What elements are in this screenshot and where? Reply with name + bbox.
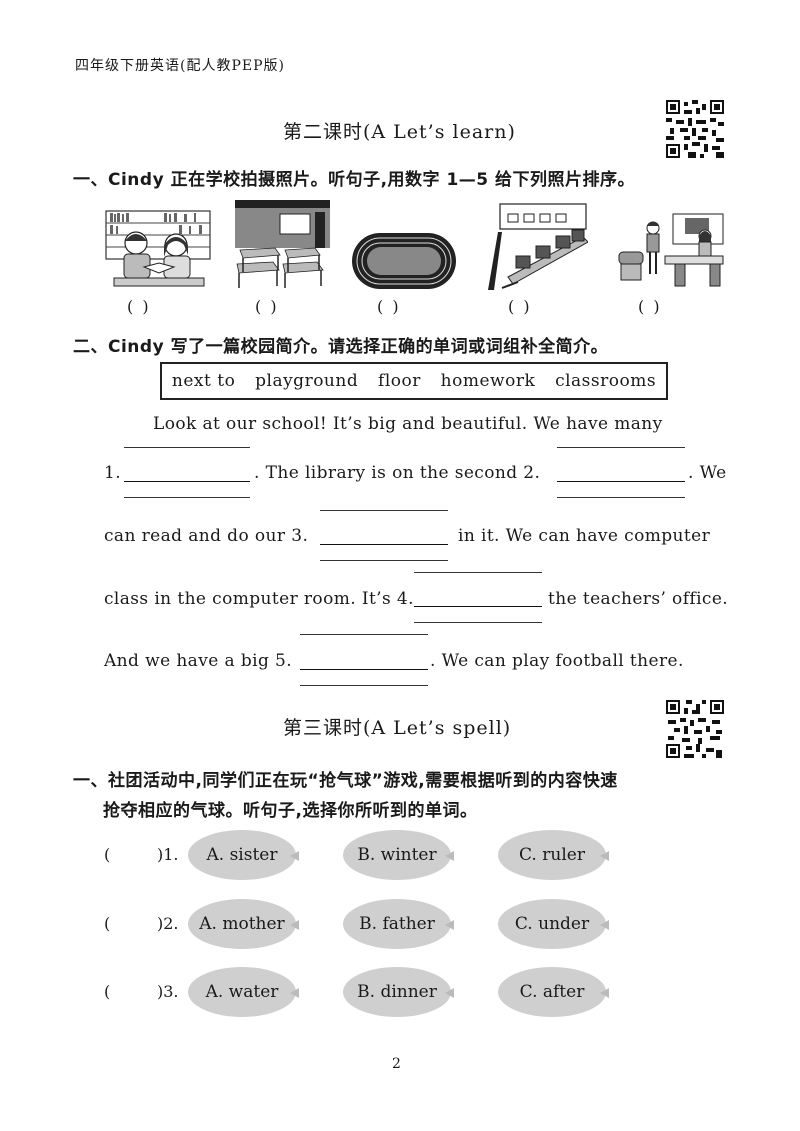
balloon-tail <box>445 920 454 930</box>
item-number: )3. <box>157 982 179 1001</box>
lesson2-title: 第二课时(A Let’s learn) <box>283 121 516 143</box>
balloon-label: C. under <box>514 914 590 934</box>
guide-line <box>320 560 448 561</box>
balloon-label: C. ruler <box>519 845 585 865</box>
passage-line-5: in it. We can have computer <box>458 526 711 546</box>
guide-line <box>557 447 685 448</box>
blank-5[interactable] <box>300 669 428 670</box>
passage-line-8: And we have a big 5. <box>104 651 293 671</box>
balloon-option[interactable]: A. sister <box>188 830 296 880</box>
passage-line-6: class in the computer room. It’s 4. <box>104 589 414 609</box>
balloon-label: B. winter <box>357 845 437 865</box>
photo-library <box>105 210 211 287</box>
qr-code-icon[interactable] <box>666 100 724 158</box>
lesson3-q1-heading-line2: 抢夺相应的气球。听句子,选择你所听到的单词。 <box>103 801 478 821</box>
guide-line <box>124 497 250 498</box>
guide-line <box>414 622 542 623</box>
word-bank-item: homework <box>440 371 536 391</box>
balloon-label: A. mother <box>199 914 285 934</box>
word-bank-item: playground <box>255 371 359 391</box>
guide-line <box>414 572 542 573</box>
balloon-option[interactable]: C. after <box>498 967 606 1017</box>
word-bank: next to playground floor homework classr… <box>160 362 668 400</box>
answer-paren-3[interactable]: ( ) <box>377 297 401 316</box>
answer-paren-5[interactable]: ( ) <box>638 297 662 316</box>
balloon-option[interactable]: A. mother <box>188 899 296 949</box>
balloon-tail <box>600 851 609 861</box>
photo-classroom <box>235 200 330 288</box>
balloon-tail <box>445 988 454 998</box>
balloon-tail <box>290 920 299 930</box>
page-number: 2 <box>392 1056 401 1072</box>
lesson2-q1-heading: 一、Cindy 正在学校拍摄照片。听句子,用数字 1—5 给下列照片排序。 <box>73 170 636 190</box>
passage-line-7: the teachers’ office. <box>548 589 729 609</box>
blank-3[interactable] <box>320 544 448 545</box>
balloon-tail <box>290 988 299 998</box>
answer-paren-open[interactable]: ( <box>104 845 111 864</box>
photo-playground <box>352 233 456 289</box>
blank-4[interactable] <box>414 606 542 607</box>
passage-line-9: . We can play football there. <box>430 651 684 671</box>
balloon-tail <box>290 851 299 861</box>
answer-paren-open[interactable]: ( <box>104 982 111 1001</box>
balloon-option[interactable]: B. dinner <box>343 967 451 1017</box>
guide-line <box>320 510 448 511</box>
balloon-tail <box>600 988 609 998</box>
blank-2[interactable] <box>557 481 685 482</box>
photo-teachers-office <box>618 213 724 287</box>
balloon-tail <box>445 851 454 861</box>
answer-paren-1[interactable]: ( ) <box>127 297 151 316</box>
word-bank-item: floor <box>378 371 421 391</box>
balloon-option[interactable]: C. under <box>498 899 606 949</box>
balloon-label: B. dinner <box>357 982 437 1002</box>
balloon-option[interactable]: B. winter <box>343 830 451 880</box>
guide-line <box>300 634 428 635</box>
guide-line <box>557 497 685 498</box>
lesson3-q1-heading-line1: 一、社团活动中,同学们正在玩“抢气球”游戏,需要根据听到的内容快速 <box>73 771 618 791</box>
page-header: 四年级下册英语(配人教PEP版) <box>75 58 285 74</box>
balloon-label: C. after <box>519 982 585 1002</box>
balloon-label: A. water <box>205 982 279 1002</box>
balloon-option[interactable]: C. ruler <box>498 830 606 880</box>
item-number: )2. <box>157 914 179 933</box>
lesson2-q2-heading: 二、Cindy 写了一篇校园简介。请选择正确的单词或词组补全简介。 <box>73 337 609 357</box>
balloon-option[interactable]: B. father <box>343 899 451 949</box>
blank-1[interactable] <box>124 481 250 482</box>
qr-code-icon[interactable] <box>666 700 724 758</box>
balloon-label: A. sister <box>206 845 278 865</box>
passage-line-4: can read and do our 3. <box>104 526 309 546</box>
passage-line-3: . We <box>688 463 727 483</box>
guide-line <box>124 447 250 448</box>
balloon-label: B. father <box>359 914 435 934</box>
passage-line-2: . The library is on the second 2. <box>254 463 541 483</box>
photo-computer-room <box>488 203 588 290</box>
word-bank-item: next to <box>171 371 236 391</box>
answer-paren-2[interactable]: ( ) <box>255 297 279 316</box>
word-bank-item: classrooms <box>555 371 657 391</box>
balloon-tail <box>600 920 609 930</box>
guide-line <box>300 685 428 686</box>
item-number: )1. <box>157 845 179 864</box>
answer-paren-open[interactable]: ( <box>104 914 111 933</box>
passage-line-1: Look at our school! It’s big and beautif… <box>153 414 663 434</box>
passage-num-1: 1. <box>104 463 122 483</box>
answer-paren-4[interactable]: ( ) <box>508 297 532 316</box>
lesson3-title: 第三课时(A Let’s spell) <box>283 717 512 739</box>
balloon-option[interactable]: A. water <box>188 967 296 1017</box>
